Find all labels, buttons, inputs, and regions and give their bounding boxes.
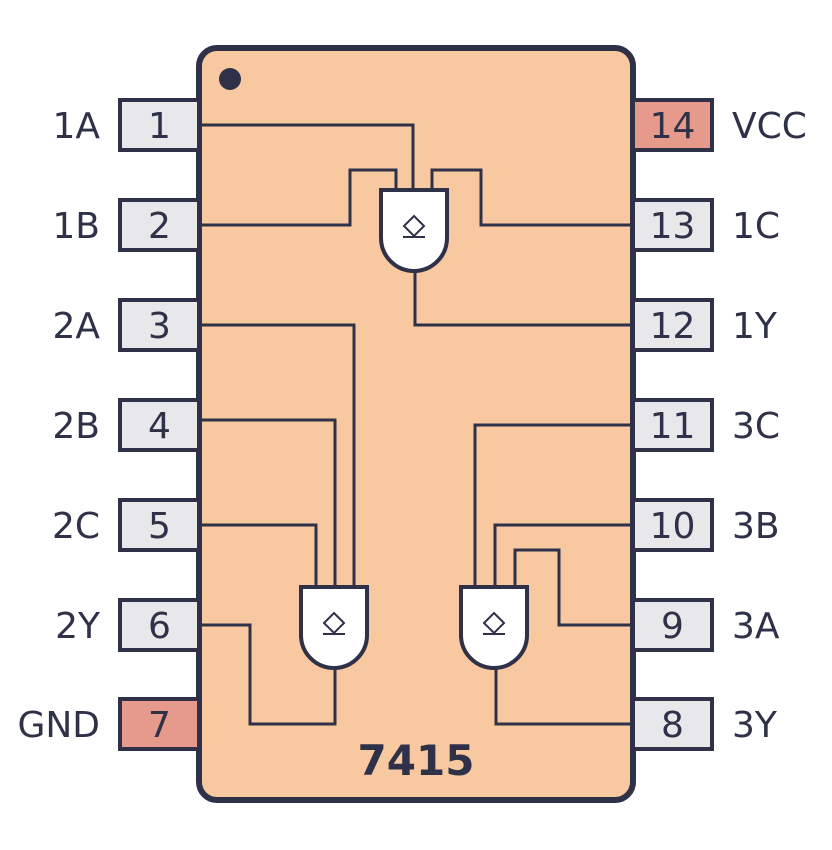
pin-box <box>118 98 201 152</box>
pin-number: 12 <box>650 306 696 347</box>
pin-box <box>118 598 201 652</box>
pin-number: 1 <box>148 106 171 147</box>
wire-3A <box>513 548 633 627</box>
pin-11: 11 3C <box>631 398 780 452</box>
pin-number: 4 <box>148 406 171 447</box>
pin-label: 3C <box>732 406 780 447</box>
pin-box <box>631 697 714 751</box>
pin-number: 9 <box>661 606 684 647</box>
pin-number: 6 <box>148 606 171 647</box>
pin-label: 2Y <box>55 606 101 647</box>
wire-2Y <box>199 623 337 726</box>
pin-box <box>118 498 201 552</box>
pin-label: 1Y <box>732 306 778 347</box>
pin-number: 14 <box>650 106 696 147</box>
pin-number: 13 <box>650 206 696 247</box>
wire-2C <box>199 523 318 587</box>
pin-number: 8 <box>661 705 684 746</box>
chip-name: 7415 <box>358 736 475 785</box>
pin-7: 7 GND <box>17 697 201 751</box>
pin-10: 10 3B <box>631 498 780 552</box>
pin-13: 13 1C <box>631 198 780 252</box>
wire-2A <box>199 323 356 587</box>
pin-box <box>631 298 714 352</box>
pin-label: 1C <box>732 206 780 247</box>
pin-label: 2C <box>52 506 100 547</box>
pin-9: 9 3A <box>631 598 780 652</box>
wire-1Y <box>413 272 633 327</box>
pin-box <box>631 98 714 152</box>
pin-6: 6 2Y <box>55 598 201 652</box>
pin-14: 14 VCC <box>631 98 807 152</box>
pin-box <box>631 398 714 452</box>
wire-1C <box>430 168 633 227</box>
pin-label: 1B <box>52 206 100 247</box>
pin1-indicator-dot <box>219 68 241 90</box>
wire-3Y <box>494 668 633 726</box>
wire-1A <box>199 123 415 190</box>
open-collector-icon <box>482 611 506 635</box>
open-collector-icon <box>402 214 426 238</box>
pin-number: 2 <box>148 206 171 247</box>
pin-8: 8 3Y <box>631 697 778 751</box>
and-gate-3 <box>459 585 529 670</box>
pin-number: 10 <box>650 506 696 547</box>
pin-label: 3B <box>732 506 780 547</box>
wire-3B <box>493 523 633 587</box>
pin-2: 2 1B <box>52 198 201 252</box>
pin-label: 3A <box>732 606 780 647</box>
pin-label: 1A <box>52 106 100 147</box>
pin-5: 5 2C <box>52 498 201 552</box>
wire-1B <box>199 168 398 227</box>
pin-number: 11 <box>650 406 696 447</box>
pin-box <box>118 198 201 252</box>
pin-label: 2A <box>52 306 100 347</box>
pin-number: 7 <box>148 705 171 746</box>
pin-box <box>118 398 201 452</box>
wire-2B <box>199 418 337 587</box>
pin-4: 4 2B <box>52 398 201 452</box>
pin-label: GND <box>17 705 100 746</box>
and-gate-1 <box>379 188 449 273</box>
pin-1: 1 1A <box>52 98 201 152</box>
pin-box <box>631 198 714 252</box>
pin-number: 5 <box>148 506 171 547</box>
pin-12: 12 1Y <box>631 298 778 352</box>
pin-label: 2B <box>52 406 100 447</box>
pin-3: 3 2A <box>52 298 201 352</box>
wire-3C <box>473 423 633 587</box>
pin-box <box>631 598 714 652</box>
pin-box <box>631 498 714 552</box>
pin-box <box>118 697 201 751</box>
wiring <box>199 123 633 726</box>
pin-label: 3Y <box>732 705 778 746</box>
pin-label: VCC <box>732 106 807 147</box>
and-gate-2 <box>299 585 369 670</box>
open-collector-icon <box>322 611 346 635</box>
pin-box <box>118 298 201 352</box>
pin-number: 3 <box>148 306 171 347</box>
